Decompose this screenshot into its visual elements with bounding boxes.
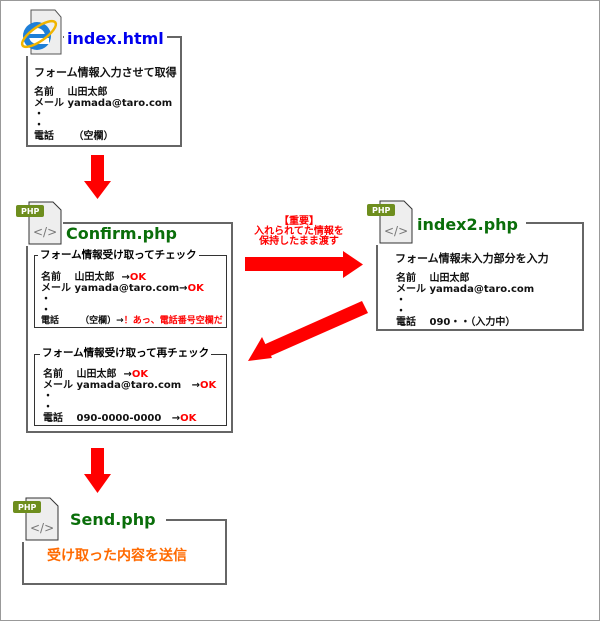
check-result: OK [187, 283, 204, 294]
field-label: 名前 [41, 272, 61, 283]
index-html-title: index.html [64, 29, 167, 49]
index-html-fields: 名前 山田太郎 メール yamada@taro.com ・ ・ 電話 （空欄） [34, 87, 172, 142]
note-line: 保持したまま渡す [259, 236, 339, 247]
internet-explorer-icon [17, 8, 63, 56]
field-label: 電話 [396, 317, 416, 328]
php-file-icon: PHP </> [15, 200, 63, 246]
arrow-glyph: → [179, 283, 188, 294]
field-value: 山田太郎 [74, 272, 115, 283]
field-value: （空欄） [80, 316, 117, 326]
index2-heading: フォーム情報未入力部分を入力 [395, 252, 549, 265]
field-label: メール [34, 98, 64, 109]
svg-text:</>: </> [384, 224, 408, 238]
field-label: メール [396, 284, 426, 295]
field-value: 090・・（入力中） [429, 317, 516, 328]
first-check-heading: フォーム情報受け取ってチェック [38, 249, 199, 262]
ellipsis-dot: ・ [34, 120, 44, 131]
ellipsis-dot: ・ [43, 391, 53, 402]
index2-php-title: index2.php [414, 215, 527, 235]
check-result: OK [200, 380, 217, 391]
field-value: 090-0000-0000 [76, 413, 162, 424]
arrow-right [245, 251, 363, 278]
confirm-php-box [26, 222, 233, 433]
check-result: OK [131, 369, 149, 380]
field-value: 山田太郎 [67, 87, 108, 98]
ellipsis-dot: ・ [396, 306, 406, 317]
svg-text:PHP: PHP [372, 206, 391, 215]
ellipsis-dot: ・ [34, 109, 44, 120]
arrow-glyph: → [116, 316, 124, 326]
ellipsis-dot: ・ [43, 402, 53, 413]
send-php-title: Send.php [60, 510, 166, 530]
arrow-glyph: → [121, 272, 130, 283]
field-label: メール [43, 380, 73, 391]
ellipsis-dot: ・ [41, 294, 51, 305]
field-label: 電話 [34, 131, 54, 142]
ellipsis-dot: ・ [41, 305, 51, 316]
index2-fields: 名前 山田太郎 メール yamada@taro.com ・ ・ 電話 090・・… [396, 273, 534, 328]
arrow-diagonal-back [248, 301, 368, 361]
check-result: OK [129, 272, 147, 283]
field-label: 電話 [43, 413, 63, 424]
field-value: yamada@taro.com [74, 283, 180, 294]
field-value: （空欄） [73, 131, 114, 142]
field-value: yamada@taro.com [67, 98, 173, 109]
recheck-heading: フォーム情報受け取って再チェック [40, 347, 212, 360]
transfer-note: 【重要】 入れられてた情報を 保持したまま渡す [244, 217, 354, 247]
arrow-glyph: → [171, 413, 181, 424]
field-label: 名前 [396, 273, 416, 284]
field-label: メール [41, 283, 71, 294]
field-value: yamada@taro.com [429, 284, 535, 295]
arrow-glyph: → [191, 380, 201, 391]
svg-text:</>: </> [33, 225, 57, 239]
confirm-php-title: Confirm.php [63, 224, 180, 244]
ellipsis-dot: ・ [396, 295, 406, 306]
svg-text:</>: </> [30, 521, 54, 535]
field-value: yamada@taro.com [76, 380, 182, 391]
note-line: 【重要】 [279, 216, 319, 227]
svg-text:PHP: PHP [18, 503, 37, 512]
field-value: 山田太郎 [429, 273, 470, 284]
field-label: 電話 [41, 316, 60, 326]
arrow-down-2 [84, 448, 111, 493]
index-html-heading: フォーム情報入力させて取得 [34, 66, 177, 79]
php-file-icon: PHP </> [366, 199, 414, 245]
first-check-fields: 名前 山田太郎 →OK メール yamada@taro.com→OK ・ ・ 電… [41, 272, 223, 327]
check-result: ！あっ、電話番号空欄だ [123, 316, 223, 326]
note-line: 入れられてた情報を [254, 226, 344, 237]
send-description: 受け取った内容を送信 [47, 548, 187, 564]
field-value: 山田太郎 [76, 369, 117, 380]
field-label: 名前 [34, 87, 54, 98]
arrow-down-1 [84, 155, 111, 199]
check-result: OK [180, 413, 197, 424]
field-label: 名前 [43, 369, 63, 380]
arrow-glyph: → [123, 369, 132, 380]
recheck-fields: 名前 山田太郎 →OK メール yamada@taro.com →OK ・ ・ … [43, 369, 216, 424]
php-file-icon: PHP </> [12, 496, 60, 542]
svg-text:PHP: PHP [21, 207, 40, 216]
